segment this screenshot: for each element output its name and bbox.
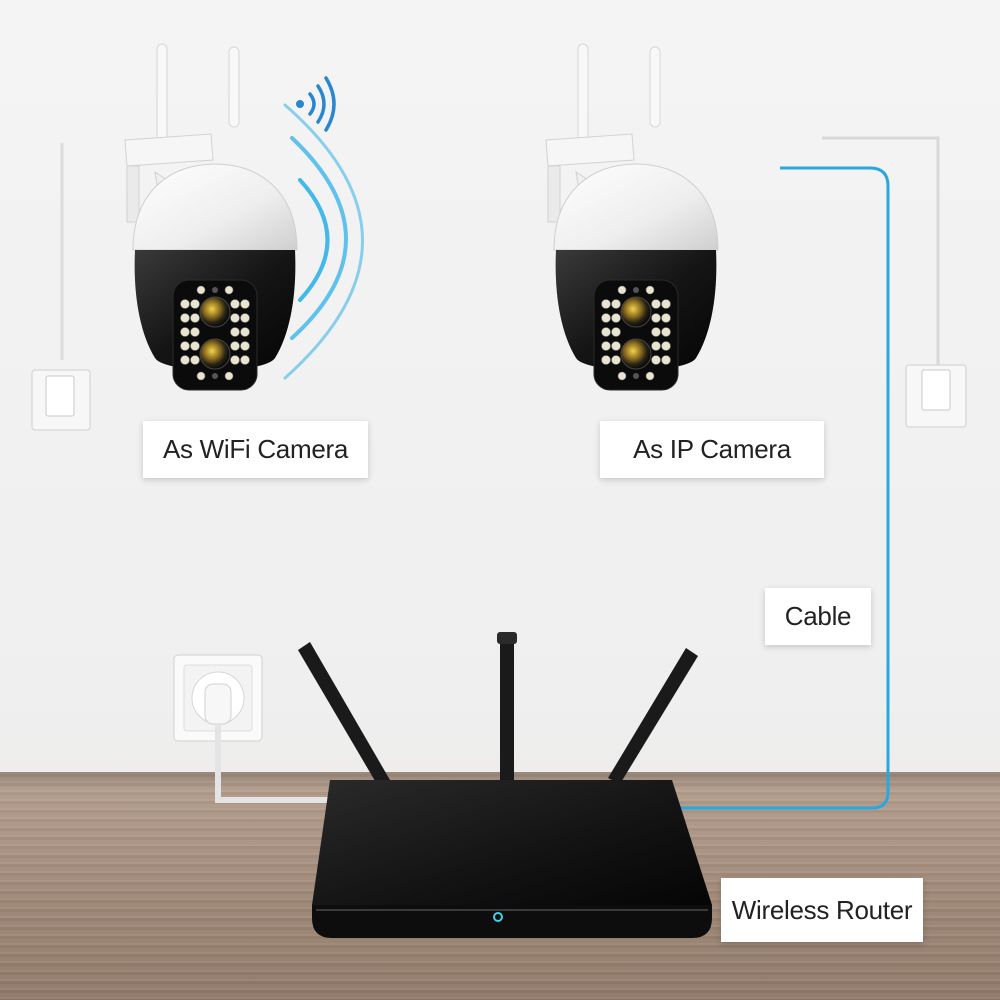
- wifi-waves: [283, 103, 364, 380]
- ip-camera: [545, 43, 719, 391]
- label-wifi-camera: As WiFi Camera: [143, 421, 368, 478]
- wifi-signal-icon: [296, 76, 336, 132]
- wireless-router: [298, 632, 712, 938]
- power-outlet: [173, 654, 330, 803]
- label-wireless-router: Wireless Router: [721, 878, 923, 942]
- label-cable: Cable: [765, 588, 871, 645]
- wifi-camera: [124, 43, 298, 391]
- right-wall-socket: [822, 136, 967, 428]
- label-ip-camera: As IP Camera: [600, 421, 824, 478]
- left-wall-socket: [31, 143, 91, 431]
- network-cable: [670, 166, 890, 810]
